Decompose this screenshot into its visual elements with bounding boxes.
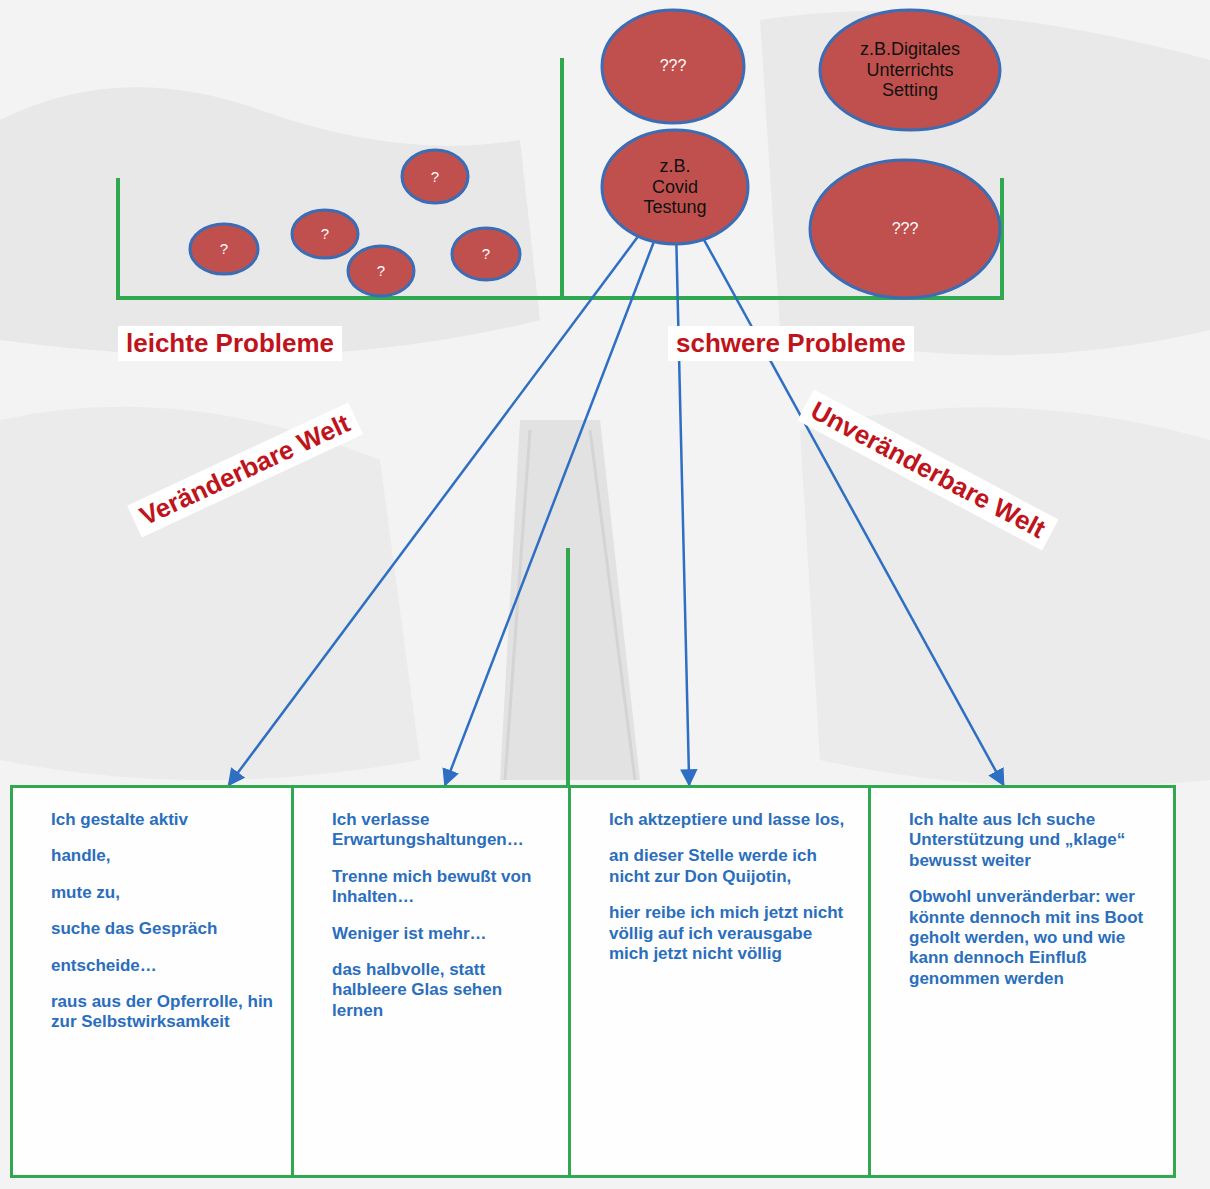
arrow-connector — [445, 243, 654, 786]
circle-label: ??? — [892, 220, 919, 238]
bin-divider — [560, 58, 564, 298]
circle-label: ??? — [660, 57, 687, 75]
problem-circle: ? — [400, 148, 470, 205]
problem-circle: ??? — [808, 158, 1002, 300]
problem-circle: ? — [346, 244, 416, 298]
strategy-text: raus aus der Opferrolle, hin zur Selbstw… — [51, 992, 277, 1033]
problem-circle: z.B. Covid Testung — [600, 128, 750, 246]
circle-label: ? — [482, 245, 490, 262]
strategy-text: an dieser Stelle werde ich nicht zur Don… — [609, 846, 854, 887]
circle-shape — [602, 10, 744, 123]
circle-shape — [810, 160, 1000, 298]
strategy-box: Ich gestalte aktiv handle, mute zu, suche d… — [10, 785, 294, 1178]
strategy-text: Obwohl unveränderbar: wer könnte dennoch… — [909, 887, 1159, 989]
circle-label: z.B.Digitales Unterrichts Setting — [848, 39, 973, 101]
category-label: schwere Probleme — [668, 326, 914, 361]
circle-shape — [348, 246, 414, 296]
strategy-text: mute zu, — [51, 883, 277, 903]
strategy-box: Ich halte aus Ich suche Unterstützung un… — [868, 785, 1176, 1178]
problem-circle: ? — [188, 222, 260, 276]
circle-label: ? — [377, 262, 385, 279]
arrow-connector — [229, 237, 638, 785]
strategy-text: Ich gestalte aktiv — [51, 810, 277, 830]
circle-label: z.B. Covid Testung — [635, 156, 715, 218]
circle-label: ? — [220, 240, 228, 257]
arrow-connector — [704, 240, 1003, 785]
circle-shape — [602, 130, 748, 244]
circle-shape — [292, 210, 358, 258]
strategy-text: Ich aktzeptiere und lasse los, — [609, 810, 854, 830]
circle-label: ? — [321, 225, 329, 242]
strategy-box: Ich verlasse Erwartungshaltungen… Trenne … — [291, 785, 571, 1178]
strategy-text: entscheide… — [51, 956, 277, 976]
rock-shape — [0, 87, 540, 356]
rock-shape — [0, 407, 420, 780]
problem-circle: ? — [450, 226, 522, 282]
strategy-text: Weniger ist mehr… — [332, 924, 554, 944]
rock-shape — [760, 11, 1210, 355]
strategy-text: das halbvolle, statt halbleere Glas sehe… — [332, 960, 554, 1021]
circle-shape — [820, 10, 1000, 130]
circle-label: ? — [431, 168, 439, 185]
circle-shape — [402, 150, 468, 203]
strategy-text: Ich halte aus Ich suche Unterstützung un… — [909, 810, 1159, 871]
problem-circle: z.B.Digitales Unterrichts Setting — [818, 8, 1002, 132]
problem-circle: ??? — [600, 8, 746, 125]
strategy-text: suche das Gespräch — [51, 919, 277, 939]
strategy-box: Ich aktzeptiere und lasse los, an dieser … — [568, 785, 871, 1178]
strategy-text: Trenne mich bewußt von Inhalten… — [332, 867, 554, 908]
strategy-text: hier reibe ich mich jetzt nicht völlig a… — [609, 903, 854, 964]
problem-circle: ? — [290, 208, 360, 260]
category-label: leichte Probleme — [118, 326, 342, 361]
rock-shape — [800, 407, 1210, 786]
circle-shape — [452, 228, 520, 280]
strategy-text: Ich verlasse Erwartungshaltungen… — [332, 810, 554, 851]
strategy-text: handle, — [51, 846, 277, 866]
circle-shape — [190, 224, 258, 274]
world-divider — [566, 548, 570, 785]
